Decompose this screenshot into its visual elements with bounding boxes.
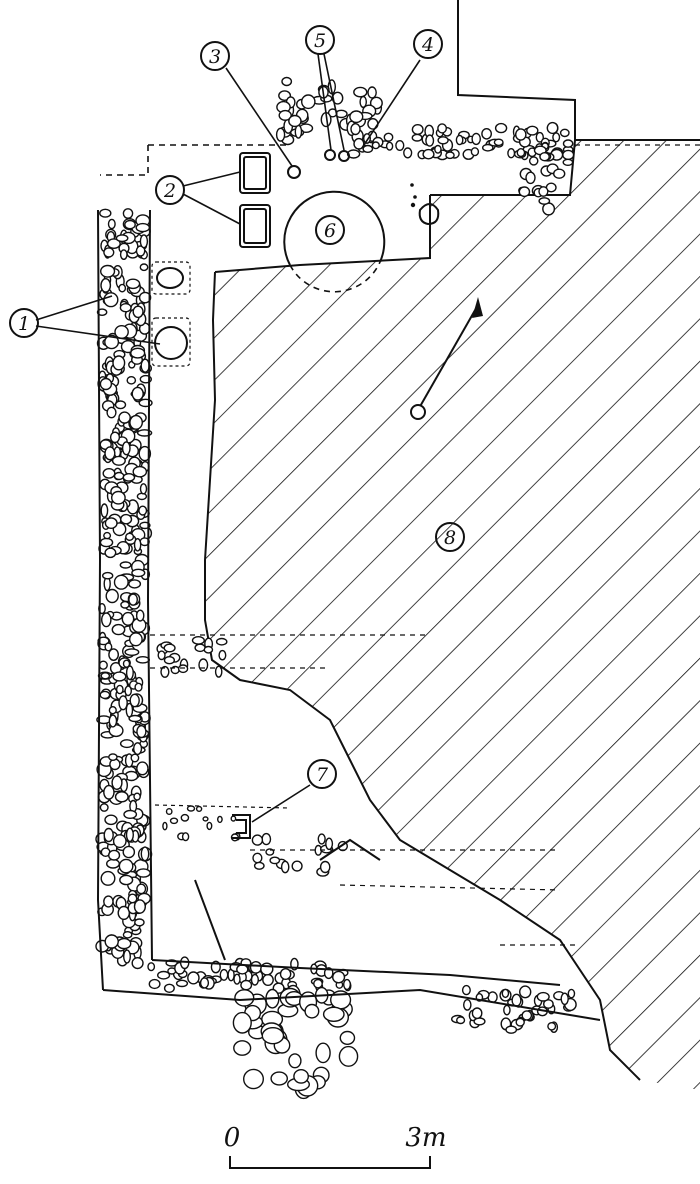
stone-wall-left xyxy=(95,208,153,970)
scale-bar-start-label: 0 xyxy=(224,1123,241,1153)
svg-text:4: 4 xyxy=(421,34,434,56)
svg-text:2: 2 xyxy=(163,180,176,202)
svg-text:6: 6 xyxy=(324,220,336,242)
marker-8: 8 xyxy=(435,522,465,552)
marker-3: 3 xyxy=(200,41,230,71)
stone-rubble xyxy=(147,76,577,1100)
svg-text:8: 8 xyxy=(444,527,456,549)
scale-bar-end-label: 3m xyxy=(405,1123,446,1153)
vessels xyxy=(151,261,191,367)
marker-4: 4 xyxy=(413,29,443,59)
north-arrow xyxy=(410,297,483,420)
svg-text:7: 7 xyxy=(316,764,329,786)
upper-structure-outline xyxy=(100,0,700,176)
stone-slabs xyxy=(239,152,271,248)
marker-2: 2 xyxy=(155,175,185,205)
marker-7: 7 xyxy=(307,759,337,789)
wall-edges xyxy=(96,209,601,1021)
pit-circle xyxy=(283,190,386,293)
section-lines xyxy=(150,634,580,946)
postholes xyxy=(287,149,440,226)
svg-text:5: 5 xyxy=(314,30,326,52)
svg-text:1: 1 xyxy=(18,313,30,335)
marker-1: 1 xyxy=(9,308,39,338)
scale-bar: 0 3m xyxy=(224,1123,447,1169)
marker-6: 6 xyxy=(315,215,345,245)
leader-lines xyxy=(35,53,421,823)
marker-5: 5 xyxy=(305,25,335,55)
hearth xyxy=(154,804,381,961)
svg-text:3: 3 xyxy=(209,46,221,68)
